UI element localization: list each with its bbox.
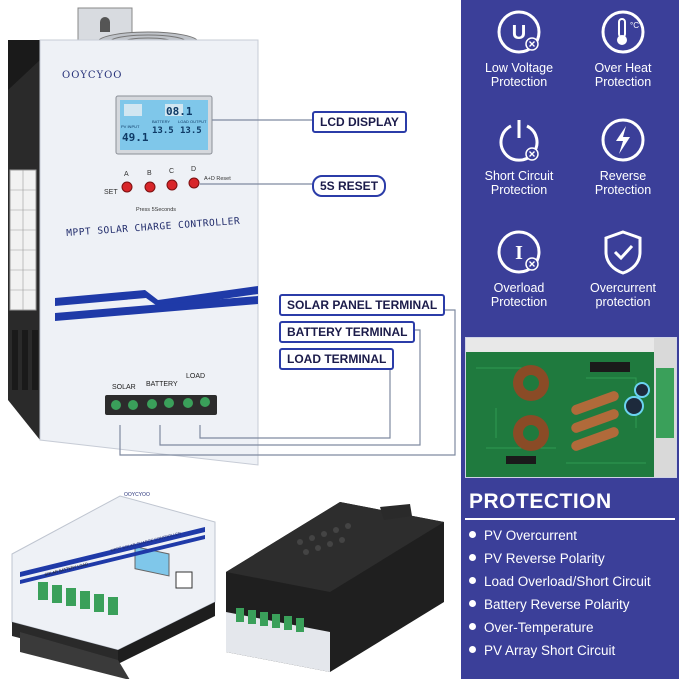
lcd-pv-label: PV INPUT: [121, 124, 140, 129]
pcb-drawing: [466, 338, 676, 477]
protection-low-voltage: U Low Voltage Protection: [469, 8, 569, 89]
protection-panel: U Low Voltage Protection °C Over Heat Pr…: [461, 0, 679, 679]
protection-list-item-text: Battery Reverse Polarity: [484, 597, 630, 612]
button-d-label: D: [191, 166, 197, 173]
callout-battery-terminal: BATTERY TERMINAL: [279, 321, 416, 343]
set-label: SET: [104, 189, 118, 196]
svg-text:°C: °C: [630, 21, 639, 30]
protection-overload-line1: Overload: [493, 281, 545, 295]
protection-list-item-text: PV Reverse Polarity: [484, 551, 605, 566]
protection-overload: I Overload Protection: [469, 228, 569, 309]
low-voltage-icon: U: [497, 10, 541, 54]
protection-list-item-text: Load Overload/Short Circuit: [484, 574, 651, 589]
press-hint: Press 5Seconds: [136, 207, 177, 213]
protection-list-item-text: Over-Temperature: [484, 620, 594, 635]
protection-overcurrent: Overcurrent protection: [573, 228, 673, 309]
bullet-icon: [469, 554, 476, 561]
protection-list-item-text: PV Array Short Circuit: [484, 643, 616, 658]
product-photos: OOYCYOO MPPT SOLAR CHARGE CONTROLLER SOL…: [0, 482, 459, 680]
device-brand: OOYCYOO: [62, 70, 123, 81]
bullet-icon: [469, 623, 476, 630]
button-b-label: B: [147, 170, 152, 177]
callout-solar-terminal: SOLAR PANEL TERMINAL: [279, 294, 446, 316]
protection-over-heat-line1: Over Heat: [594, 61, 652, 75]
lcd-battery-reading: 13.5: [152, 126, 174, 136]
protection-over-heat-line2: Protection: [594, 75, 652, 89]
protection-list-item: PV Array Short Circuit: [469, 643, 615, 658]
protection-list-item: Over-Temperature: [469, 620, 594, 635]
protection-over-heat: °C Over Heat Protection: [573, 8, 673, 89]
photo-brand: OOYCYOO: [124, 492, 150, 498]
terminal-solar-label: SOLAR: [112, 384, 136, 391]
protection-reverse-line1: Reverse: [599, 169, 647, 183]
bullet-icon: [469, 600, 476, 607]
protection-short-circuit-line2: Protection: [490, 183, 548, 197]
svg-text:U: U: [512, 22, 526, 44]
overload-icon: I: [497, 230, 541, 274]
terminal-block: [105, 395, 217, 415]
protection-list: PROTECTION PV Overcurrent PV Reverse Pol…: [465, 484, 675, 672]
bullet-icon: [469, 577, 476, 584]
protection-short-circuit-line1: Short Circuit: [484, 169, 554, 183]
short-circuit-icon: [499, 120, 539, 162]
pcb-photo: [465, 337, 677, 478]
button-a-label: A: [124, 171, 129, 178]
back-unit-photo: [226, 502, 444, 672]
protection-low-voltage-line1: Low Voltage: [484, 61, 554, 75]
svg-text:I: I: [515, 242, 523, 264]
reset-hint: A+D Reset: [204, 176, 231, 182]
overcurrent-shield-icon: [604, 230, 642, 275]
reverse-icon: [601, 118, 645, 162]
protection-list-item: Battery Reverse Polarity: [469, 597, 630, 612]
bullet-icon: [469, 531, 476, 538]
callout-lcd-display: LCD DISPLAY: [312, 111, 407, 133]
protection-overload-line2: Protection: [490, 295, 548, 309]
blue-stripes: [55, 286, 258, 321]
product-photos-drawing: [11, 495, 444, 680]
protection-short-circuit: Short Circuit Protection: [469, 116, 569, 197]
lcd-top-reading: 08.1: [166, 105, 193, 118]
front-unit-photo: [11, 495, 216, 680]
over-heat-icon: °C: [601, 10, 645, 54]
protection-reverse-line2: Protection: [594, 183, 652, 197]
lcd-load-reading: 13.5: [180, 126, 202, 136]
callout-reset: 5S RESET: [312, 175, 387, 197]
lcd-load-label: LOAD OUTPUT: [178, 119, 207, 124]
protection-low-voltage-line2: Protection: [490, 75, 548, 89]
protection-list-item: Load Overload/Short Circuit: [469, 574, 651, 589]
controller-illustration: OOYCYOO MPPT SOLAR CHARGE CONTROLLER SET…: [0, 0, 459, 482]
bullet-icon: [469, 646, 476, 653]
callout-load-terminal: LOAD TERMINAL: [279, 348, 395, 370]
lcd-pv-reading: 49.1: [122, 131, 149, 144]
controller-drawing: [8, 7, 456, 466]
protection-list-item: PV Overcurrent: [469, 528, 577, 543]
protection-divider: [465, 518, 675, 520]
lcd-screen: [115, 95, 213, 155]
button-c-label: C: [169, 168, 175, 175]
protection-list-title: PROTECTION: [469, 490, 612, 513]
terminal-load-label: LOAD: [186, 373, 206, 380]
control-buttons: [121, 177, 200, 193]
protection-list-item-text: PV Overcurrent: [484, 528, 578, 543]
protection-reverse: Reverse Protection: [573, 116, 673, 197]
protection-overcurrent-line1: Overcurrent: [590, 281, 656, 295]
terminal-battery-label: BATTERY: [146, 381, 178, 388]
protection-overcurrent-line2: protection: [595, 295, 651, 309]
lcd-battery-label: BATTERY: [152, 119, 171, 124]
protection-list-item: PV Reverse Polarity: [469, 551, 605, 566]
